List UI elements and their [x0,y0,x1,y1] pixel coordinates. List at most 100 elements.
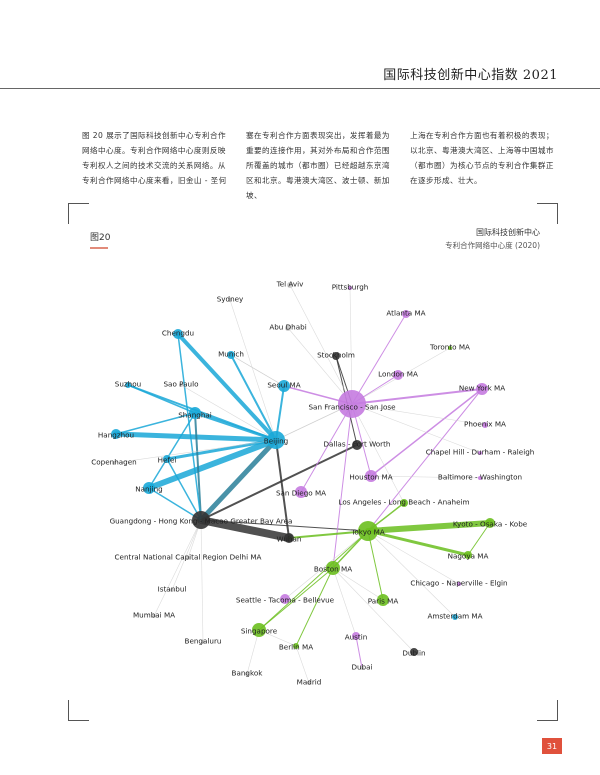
edge-tokyo-ma-to-wuhan [288,530,369,539]
node-label-shanghai: Shanghai [178,411,212,420]
network-nodes [111,282,495,685]
node-nanjing [143,482,155,494]
edge-hefei-to-guangdong-hong-kong-macao-greater-bay-area [166,458,202,521]
edge-phoenix-ma-to-san-francisco-san-jose [351,403,486,426]
edge-tokyo-ma-to-kyoto-osaka-kobe [365,520,493,534]
edge-kyoto-osaka-kobe-to-nagoya-ma [467,522,491,556]
edge-chicago-naperville-elgin-to-tokyo-ma [367,530,460,585]
header-rule [0,88,600,89]
node-label-paris-ma: Paris MA [368,597,399,606]
node-bangkok [245,672,249,676]
edge-tokyo-ma-to-paris-ma [367,530,384,601]
node-label-san-francisco-san-jose: San Francisco - San Jose [308,403,396,412]
node-label-mumbai-ma: Mumbai MA [133,611,175,620]
edge-sydney-to-beijing [229,299,277,441]
node-san-diego-ma [295,486,307,498]
edge-amsterdam-ma-to-tokyo-ma [367,530,456,618]
node-label-dubai: Dubai [351,663,372,672]
edge-tokyo-ma-to-nagoya-ma [366,529,470,557]
edge-pittsburgh-to-san-francisco-san-jose [349,287,353,405]
edge-baltimore-washington-to-houston-ma [370,475,481,479]
node-istanbul [170,588,174,592]
node-bengaluru [201,640,205,644]
node-madrid [307,681,311,685]
node-label-houston-ma: Houston MA [349,473,392,482]
edge-beijing-to-seoul-ma [275,385,285,441]
edge-san-francisco-san-jose-to-atlanta-ma [351,313,407,405]
edge-beijing-to-suzhou [127,384,277,441]
node-label-atlanta-ma: Atlanta MA [386,309,425,318]
edge-austin-to-boston-ma [332,567,357,637]
node-stockholm [332,352,340,360]
node-phoenix-ma [482,422,488,428]
edge-beijing-to-san-francisco-san-jose [275,403,353,441]
node-label-sao-paulo: Sao Paulo [163,380,198,389]
node-dubai [360,666,364,670]
node-singapore [252,623,266,637]
node-toronto-ma [448,346,452,350]
edge-guangdong-hong-kong-macao-greater-bay-area-to-dallas-fort-worth [200,444,358,521]
node-label-london-ma: London MA [378,370,418,379]
node-label-singapore: Singapore [241,627,278,636]
frame-corner-bottom-right [537,700,558,721]
node-label-bengaluru: Bengaluru [185,637,222,646]
edge-new-york-ma-to-tokyo-ma [367,388,483,532]
intro-column-1: 图 20 展示了国际科技创新中心专利合作网络中心度。专利合作网络中心度则反映专利… [82,131,227,185]
node-label-toronto-ma: Toronto MA [429,343,470,352]
frame-corner-top-left [68,203,89,224]
node-new-york-ma [476,383,488,395]
edge-shanghai-to-suzhou [127,384,196,414]
node-austin [352,632,360,640]
node-label-copenhagen: Copenhagen [91,458,136,467]
node-san-francisco-san-jose [338,390,366,418]
node-label-wuhan: Wuhan [277,535,302,544]
node-label-chengdu: Chengdu [162,329,194,338]
intro-text: 图 20 展示了国际科技创新中心专利合作网络中心度。专利合作网络中心度则反映专利… [82,128,566,203]
edge-abu-dhabi-to-san-francisco-san-jose [287,327,353,405]
node-central-national-capital-region-delhi-ma [186,556,190,560]
node-label-tokyo-ma: Tokyo MA [350,528,385,537]
node-abu-dhabi [285,325,291,331]
node-label-dublin: Dublin [402,649,425,658]
edge-sao-paulo-to-beijing [180,384,277,441]
node-label-tel-aviv: Tel Aviv [276,280,305,289]
node-pittsburgh [348,286,352,290]
page-number: 31 [542,738,562,754]
node-label-chapel-hill-durham-raleigh: Chapel Hill - Durham - Raleigh [426,448,535,457]
edge-beijing-to-munich [230,354,277,441]
node-label-dallas-fort-worth: Dallas - Fort Worth [324,440,391,449]
edge-beijing-to-nanjing [146,437,279,491]
node-chapel-hill-durham-raleigh [478,451,482,455]
edge-nanjing-to-guangdong-hong-kong-macao-greater-bay-area [148,487,202,521]
page-header: 国际科技创新中心指数 2021 [0,0,600,90]
node-paris-ma [377,594,389,606]
node-label-stockholm: Stockholm [317,351,355,360]
node-kyoto-osaka-kobe [485,518,495,528]
node-chengdu [173,329,183,339]
edge-seattle-tacoma-bellevue-to-tokyo-ma [284,530,369,600]
node-label-suzhou: Suzhou [115,380,141,389]
node-label-berlin-ma: Berlin MA [279,643,313,652]
node-label-nagoya-ma: Nagoya MA [448,552,489,561]
node-chicago-naperville-elgin [457,582,461,586]
node-label-amsterdam-ma: Amsterdam MA [427,612,482,621]
edge-shanghai-to-hangzhou [115,412,196,435]
node-dublin [410,648,418,656]
node-munich [227,351,235,359]
node-label-boston-ma: Boston MA [314,565,352,574]
node-label-madrid: Madrid [297,678,322,687]
node-label-central-national-capital-region-delhi-ma: Central National Capital Region Delhi MA [115,553,262,562]
node-label-nanjing: Nanjing [135,485,162,494]
edge-austin-to-dubai [355,635,363,669]
edge-tel-aviv-to-san-francisco-san-jose [289,284,353,405]
node-label-phoenix-ma: Phoenix MA [464,420,506,429]
edge-madrid-to-berlin-ma [295,645,310,684]
node-amsterdam-ma [452,614,458,620]
node-nagoya-ma [464,551,472,559]
node-hefei [163,455,171,463]
node-atlanta-ma [402,310,410,318]
node-london-ma [393,370,403,380]
edge-tokyo-ma-to-singapore [258,530,369,631]
node-tokyo-ma [358,521,378,541]
